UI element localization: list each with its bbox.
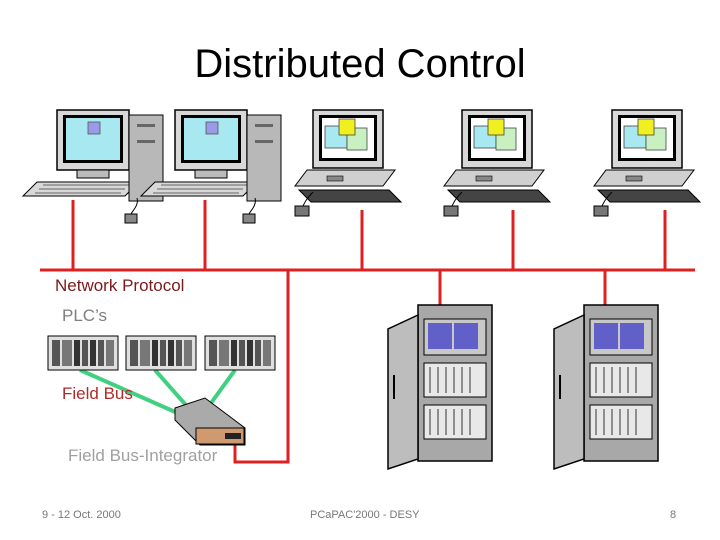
workstation-4 [443,109,551,217]
plcs-label: PLC’s [62,306,108,325]
plc-3 [204,335,276,371]
cabinet-2 [553,304,659,470]
network-protocol-line [40,200,695,464]
plc-2 [125,335,197,371]
field-bus-integrator [174,397,246,446]
footer-date: 9 - 12 Oct. 2000 [42,509,121,521]
workstation-3 [294,109,402,217]
workstation-5 [593,109,701,217]
network-protocol-label: Network Protocol [55,276,185,295]
field-bus-integrator-label: Field Bus-Integrator [68,446,218,465]
slide-title: Distributed Control [194,42,526,86]
field-bus-label: Field Bus [62,384,133,403]
footer-event: PCaPAC'2000 - DESY [310,509,420,521]
page-number: 8 [670,509,677,521]
workstation-1 [22,109,164,224]
plc-1 [47,335,119,371]
cabinet-1 [387,304,493,470]
